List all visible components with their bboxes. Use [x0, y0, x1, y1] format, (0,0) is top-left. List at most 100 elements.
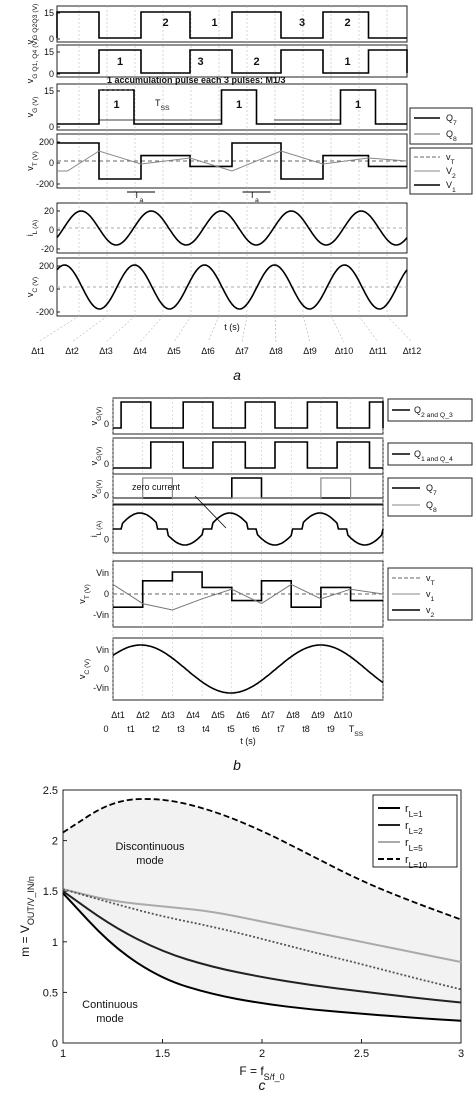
y-tick-label: 2 — [52, 836, 58, 848]
interval-leader — [173, 315, 192, 343]
legend-label-v1: V1 — [446, 180, 456, 194]
tick-label: 0 — [104, 419, 109, 429]
legend-box — [409, 107, 473, 145]
gate-signal-q8 — [113, 477, 383, 499]
y-axis-label: vG(V) — [89, 480, 103, 499]
legend-b2 — [387, 442, 473, 466]
interval-label: Δt9 — [303, 346, 317, 356]
interval-leader — [105, 315, 136, 343]
interval-label: Δt7 — [235, 346, 249, 356]
ta-label: Ta — [134, 190, 144, 204]
tick-label: Vin — [96, 645, 109, 655]
y-axis-label: vC (V) — [77, 659, 91, 679]
legend-label-vt: vT — [446, 152, 455, 166]
tick-label: 15 — [44, 47, 54, 57]
time-label: t9 — [327, 724, 335, 734]
x-tick-label: 1.5 — [155, 1048, 170, 1060]
x-axis-label: t (s) — [240, 736, 256, 746]
pulse-label: 3 — [197, 56, 203, 68]
interval-label: Δt8 — [286, 710, 300, 720]
gate-signal-q1q4 — [113, 441, 383, 469]
x-axis-label: t (s) — [224, 322, 240, 332]
trace-vc — [56, 264, 408, 310]
interval-leader — [274, 315, 277, 343]
trace-il — [56, 210, 408, 246]
pulse-label: 1 — [344, 56, 350, 68]
trace-v1 — [57, 142, 407, 180]
pulse-label: 1 — [355, 99, 361, 111]
legend-label-q8: Q8 — [426, 500, 437, 514]
tick-label: 0 — [104, 491, 109, 501]
pulse-label: 1 — [236, 99, 242, 111]
y-axis-label: vG(V) — [89, 447, 103, 466]
tick-label: 0 — [49, 284, 54, 294]
tick-label: 0 — [49, 122, 54, 132]
series-line-4 — [62, 888, 462, 991]
interval-label: Δt5 — [211, 710, 225, 720]
tick-label: 0 — [49, 34, 54, 44]
trace-vc — [112, 644, 384, 694]
panel-b3 — [112, 473, 384, 505]
legend-label-v2: v2 — [426, 605, 435, 619]
interval-label: Δt10 — [335, 346, 354, 356]
time-label: t6 — [252, 724, 260, 734]
trace-il — [113, 512, 384, 546]
series-line-3 — [62, 798, 462, 921]
interval-label: Δt5 — [167, 346, 181, 356]
y-axis-label: vT (V) — [25, 151, 39, 170]
caption-a: a — [233, 367, 241, 383]
series-line-1 — [62, 890, 462, 1004]
y-axis-label: vG Q1, Q4 (V) — [25, 39, 39, 84]
y-axis-label: vG (V) — [25, 97, 39, 118]
interval-leader — [37, 315, 80, 343]
tick-label: 200 — [39, 137, 54, 147]
interval-label: Δt11 — [369, 346, 387, 356]
interval-leader — [302, 315, 311, 343]
y-axis-label: vG(V) — [89, 407, 103, 426]
interval-leader — [330, 315, 345, 343]
x-tick-label: 3 — [458, 1048, 464, 1060]
interval-leader — [71, 315, 108, 343]
pulse-label: 2 — [344, 17, 350, 29]
pulse-label: 2 — [162, 17, 168, 29]
legend-b1 — [387, 398, 473, 422]
interval-label: Δt7 — [261, 710, 275, 720]
pulse-label: 1 — [117, 56, 123, 68]
caption-b: b — [233, 757, 241, 773]
gate-signal-q2q3 — [56, 11, 407, 39]
interval-label: Δt9 — [311, 710, 325, 720]
y-axis-label: vG Q2Q3 (V) — [25, 4, 39, 45]
tick-label: 0 — [49, 158, 54, 168]
legend-label-q8: Q8 — [446, 129, 457, 143]
ta-label: Ta — [250, 190, 260, 204]
y-tick-label: 0 — [52, 1038, 58, 1050]
region-label-continuous-2: mode — [96, 1013, 124, 1025]
region-label-discontinuous: Discontinuous — [115, 841, 185, 853]
y-axis-title: m = VOUT/V_IN/n — [18, 876, 36, 957]
region-label-discontinuous-2: mode — [136, 855, 164, 867]
tick-label: 0 — [104, 459, 109, 469]
y-axis-label: vC (V) — [25, 277, 39, 297]
tick-label: 15 — [44, 86, 54, 96]
annotation-text: 1 accumulation pulse each 3 pulses: M1/3 — [107, 75, 286, 85]
time-label: t1 — [127, 724, 135, 734]
tss-label: TSS — [155, 98, 170, 112]
y-tick-label: 0.5 — [43, 987, 58, 999]
interval-label: Δt1 — [31, 346, 45, 356]
gate-signal-q1q4 — [57, 49, 408, 74]
legend-label-v2: V2 — [446, 166, 456, 180]
y-axis-label: iL (A) — [89, 521, 103, 537]
y-tick-label: 1.5 — [43, 886, 58, 898]
interval-label: Δt8 — [269, 346, 283, 356]
interval-label: Δt2 — [65, 346, 79, 356]
legend-label-q7: Q7 — [446, 113, 457, 127]
tick-label: -Vin — [93, 683, 109, 693]
series-line-2 — [62, 888, 462, 964]
time-label: t2 — [152, 724, 160, 734]
legend-label-vt: vT — [426, 573, 435, 587]
tick-label: -200 — [36, 307, 54, 317]
x-tick-label: 2 — [259, 1048, 265, 1060]
